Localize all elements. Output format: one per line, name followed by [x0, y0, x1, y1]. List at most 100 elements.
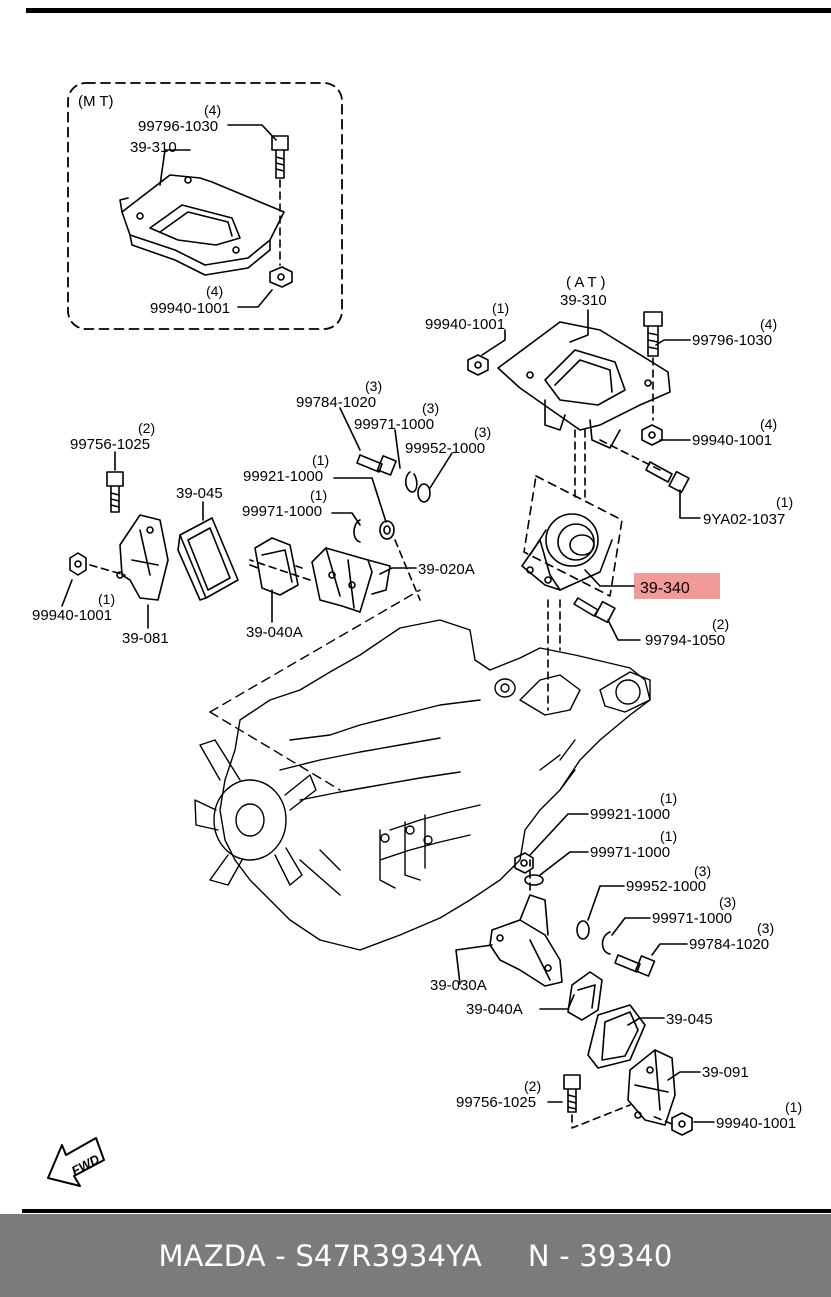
- left-insulator-icon: [177, 517, 239, 601]
- left-mount-group: (3) 99784-1020 (3) 99971-1000 (3) 99952-…: [32, 378, 491, 647]
- at-nut-right-code: 99940-1001: [692, 432, 772, 449]
- right-nut-b-icon: [671, 1112, 693, 1136]
- footer-ref-number: N - 39340: [527, 1238, 673, 1273]
- right-nut-b-code: 99940-1001: [716, 1115, 796, 1132]
- right-bolt-b-icon: [563, 1074, 581, 1113]
- right-washer-b-code: 99952-1000: [626, 878, 706, 895]
- right-bolt-b-code: 99756-1025: [456, 1094, 536, 1111]
- at-nut-left-code: 99940-1001: [425, 316, 505, 333]
- at-plate-code: 39-310: [560, 292, 607, 309]
- at-mount-code: 39-340: [640, 580, 690, 597]
- right-mount-group: (1) 99921-1000 (1) 99971-1000 (3) 99952-…: [430, 790, 802, 1136]
- right-bolt-b-qty: (2): [524, 1078, 541, 1094]
- left-nut-b-qty: (1): [98, 591, 115, 607]
- left-washer-b-code: 99952-1000: [405, 440, 485, 457]
- at-bolt-mount-icon: [573, 597, 616, 624]
- right-washer-c-code: 99971-1000: [652, 910, 732, 927]
- right-bolt-a-qty: (3): [757, 920, 774, 936]
- at-bolt-mount-code: 99794-1050: [645, 632, 725, 649]
- left-washer-c-code: 99971-1000: [242, 503, 322, 520]
- right-washer-c-qty: (3): [719, 894, 736, 910]
- at-bolt-right-qty: (4): [760, 316, 777, 332]
- right-nut-a-code: 99921-1000: [590, 806, 670, 823]
- mt-inset: (M T) (4) 99796-1030 39-310 (4) 99940-10…: [67, 82, 343, 330]
- right-insulator-code: 39-045: [666, 1011, 713, 1028]
- right-nut-a-qty: (1): [660, 790, 677, 806]
- fwd-label: FWD: [69, 1151, 103, 1178]
- left-bolt-a-icon: [356, 454, 397, 476]
- at-bolt-right-code: 99796-1030: [692, 332, 772, 349]
- at-title: ( A T ): [566, 274, 605, 291]
- at-bolt-side-qty: (1): [776, 494, 793, 510]
- left-rubber-mount-icon: [249, 537, 303, 596]
- mt-inset-title: (M T): [78, 93, 114, 110]
- top-border-line: [26, 8, 831, 13]
- left-bracket-icon: [116, 514, 169, 601]
- left-washer-c-icon: [353, 519, 361, 543]
- at-group: ( A T ) 39-310 (1) 99940-1001 (4) 99796-…: [425, 274, 793, 711]
- right-bolt-a-icon: [614, 954, 656, 977]
- left-bracket-engine-code: 39-020A: [418, 561, 475, 578]
- right-washer-b-icon: [576, 920, 590, 940]
- right-nut-a-icon: [514, 852, 534, 874]
- left-washer-a-code: 99971-1000: [354, 416, 434, 433]
- engine-block-icon: [194, 589, 651, 951]
- mt-bolt-qty: (4): [204, 102, 221, 118]
- part-number-footer: MAZDA - S47R3934YA N - 39340: [0, 1214, 831, 1297]
- at-nut-right-qty: (4): [760, 416, 777, 432]
- right-nut-b-qty: (1): [785, 1099, 802, 1115]
- left-washer-b-qty: (3): [474, 424, 491, 440]
- at-mount-icon: [521, 513, 613, 591]
- bottom-border-line: [22, 1209, 831, 1213]
- mt-plate-icon: [119, 174, 285, 276]
- right-washer-a-code: 99971-1000: [590, 844, 670, 861]
- mt-bolt-icon: [271, 135, 289, 179]
- left-bolt-a-qty: (3): [365, 378, 382, 394]
- highlight-box: [634, 573, 720, 599]
- right-insulator-icon: [587, 1004, 646, 1069]
- footer-brand-part: MAZDA - S47R3934YA: [158, 1238, 482, 1273]
- mt-nut-code: 99940-1001: [150, 300, 230, 317]
- left-rubber-mount-code: 39-040A: [246, 624, 303, 641]
- right-bracket-engine-code: 39-030A: [430, 977, 487, 994]
- at-nut-left-icon: [467, 354, 489, 376]
- right-bracket-icon: [627, 1049, 676, 1126]
- at-bolt-right-icon: [643, 311, 663, 357]
- left-nut-a-icon: [379, 520, 395, 540]
- mt-bolt-code: 99796-1030: [138, 118, 218, 135]
- left-nut-b-icon: [69, 552, 87, 576]
- left-washer-a-qty: (3): [422, 400, 439, 416]
- right-washer-c-icon: [601, 931, 611, 955]
- fwd-arrow-icon: FWD: [47, 1137, 105, 1187]
- left-nut-a-qty: (1): [312, 452, 329, 468]
- right-washer-a-qty: (1): [660, 828, 677, 844]
- mt-plate-code: 39-310: [130, 139, 177, 156]
- at-bolt-mount-qty: (2): [712, 616, 729, 632]
- left-bracket-engine-icon: [311, 547, 391, 613]
- left-washer-c-qty: (1): [310, 487, 327, 503]
- right-washer-a-icon: [524, 874, 544, 886]
- left-nut-a-code: 99921-1000: [243, 468, 323, 485]
- right-washer-b-qty: (3): [694, 863, 711, 879]
- at-nut-right-icon: [641, 424, 663, 446]
- left-washer-a-icon: [404, 471, 418, 493]
- at-bolt-side-code: 9YA02-1037: [703, 511, 785, 528]
- mt-nut-qty: (4): [206, 283, 223, 299]
- mt-nut-icon: [269, 266, 293, 288]
- right-bracket-code: 39-091: [702, 1064, 749, 1081]
- at-nut-left-qty: (1): [492, 300, 509, 316]
- right-bracket-engine-icon: [489, 894, 563, 987]
- left-bolt-a-code: 99784-1020: [296, 394, 376, 411]
- left-washer-b-icon: [417, 483, 431, 503]
- right-bolt-a-code: 99784-1020: [689, 936, 769, 953]
- right-rubber-mount-code: 39-040A: [466, 1001, 523, 1018]
- right-rubber-mount-icon: [567, 971, 603, 1021]
- at-plate-icon: [497, 321, 671, 449]
- left-nut-b-code: 99940-1001: [32, 607, 112, 624]
- left-bracket-code: 39-081: [122, 630, 169, 647]
- left-bolt-b-icon: [106, 471, 124, 513]
- left-insulator-code: 39-045: [176, 485, 223, 502]
- left-bolt-b-qty: (2): [138, 420, 155, 436]
- at-bolt-side-icon: [645, 461, 690, 494]
